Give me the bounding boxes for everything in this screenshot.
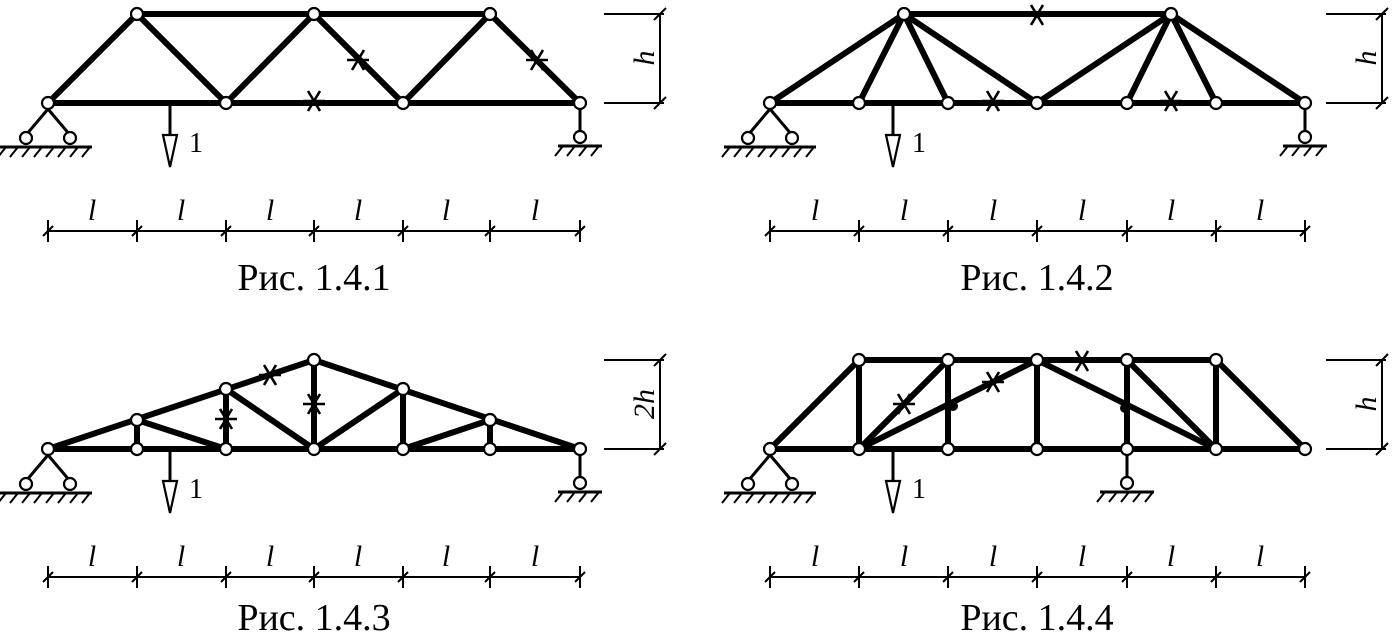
span-label: l [442, 540, 450, 573]
unit-load-arrow: 1 [161, 452, 203, 514]
load-label: 1 [189, 474, 203, 505]
span-label: l [1078, 540, 1086, 573]
height-label: h [628, 51, 661, 66]
height-dimension: h [1326, 7, 1389, 110]
span-label: l [266, 540, 274, 573]
span-label: l [354, 540, 362, 573]
height-label: 2h [628, 389, 661, 419]
roller-support-right [554, 455, 602, 503]
span-dimension: l l l l l l [42, 194, 586, 242]
figure-caption: Рис. 1.4.1 [237, 257, 390, 299]
height-dimension: h [1326, 353, 1389, 456]
unit-load-arrow: 1 [884, 452, 926, 514]
span-label: l [989, 540, 997, 573]
star-mark [301, 89, 327, 113]
span-label: l [1167, 194, 1175, 227]
pin-support-left [0, 108, 92, 158]
span-label: l [900, 194, 908, 227]
star-mark [257, 363, 283, 387]
truss-members [45, 11, 583, 106]
span-label: l [811, 540, 819, 573]
span-label: l [531, 540, 539, 573]
span-label: l [1167, 540, 1175, 573]
pin-support-left [721, 108, 816, 158]
span-dimension: l l l l l l [764, 194, 1311, 242]
span-label: l [354, 194, 362, 227]
height-label: h [1350, 397, 1383, 412]
span-label: l [531, 194, 539, 227]
pin-support-left [0, 454, 92, 504]
figure-4: 1 h l l l [721, 349, 1389, 637]
span-dimension: l l l l l l [42, 540, 586, 588]
figure-caption: Рис. 1.4.4 [960, 597, 1113, 637]
truss-members [767, 11, 1308, 106]
span-label: l [88, 540, 96, 573]
height-label: h [1350, 51, 1383, 66]
span-dimension: l l l l l l [764, 540, 1311, 588]
star-mark [1069, 349, 1095, 373]
joints [762, 352, 1313, 457]
span-label: l [1256, 194, 1264, 227]
joints [40, 352, 588, 457]
span-label: l [989, 194, 997, 227]
joints [40, 6, 588, 111]
span-label: l [266, 194, 274, 227]
load-label: 1 [189, 128, 203, 159]
load-label: 1 [912, 128, 926, 159]
figure-2: 1 h l l l [721, 3, 1389, 299]
span-label: l [442, 194, 450, 227]
roller-support-right [1279, 109, 1327, 157]
height-dimension: 2h [604, 353, 667, 456]
figure-caption: Рис. 1.4.2 [960, 257, 1113, 299]
star-mark [980, 89, 1006, 113]
roller-support-middle [1096, 455, 1154, 503]
rigid-crossings [948, 401, 1130, 413]
span-label: l [811, 194, 819, 227]
joints [762, 6, 1313, 111]
span-label: l [900, 540, 908, 573]
truss-members [767, 357, 1308, 452]
roller-support-right [554, 109, 602, 157]
span-label: l [177, 540, 185, 573]
figure-caption: Рис. 1.4.3 [237, 597, 390, 637]
span-label: l [1256, 540, 1264, 573]
span-label: l [177, 194, 185, 227]
figure-3: 1 2h l l l [0, 352, 667, 637]
load-label: 1 [912, 474, 926, 505]
figure-1: 1 h l l l [0, 6, 667, 299]
span-label: l [88, 194, 96, 227]
unit-load-arrow: 1 [161, 106, 203, 168]
span-label: l [1078, 194, 1086, 227]
star-mark [1024, 3, 1050, 27]
unit-load-arrow: 1 [884, 106, 926, 168]
pin-support-left [721, 454, 816, 504]
height-dimension: h [604, 7, 667, 110]
star-mark [1158, 89, 1184, 113]
